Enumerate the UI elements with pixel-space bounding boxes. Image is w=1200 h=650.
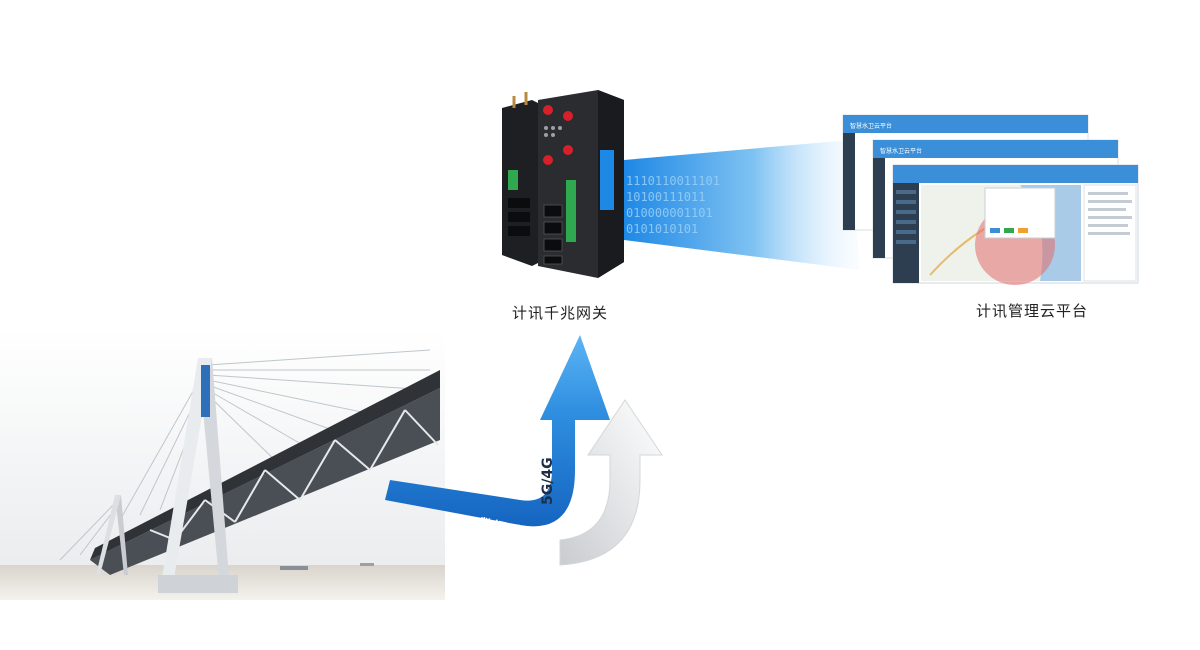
- gateway-label: 计讯千兆网关: [512, 304, 609, 322]
- binary-line: 1110110011101: [626, 174, 720, 188]
- platform-window-title: 智慧水卫云平台: [880, 147, 922, 155]
- binary-line: 10100111011: [626, 190, 705, 204]
- antenna-port-icon: [563, 111, 573, 121]
- gateway-device-front: [538, 90, 624, 278]
- binary-line: 010000001101: [626, 206, 713, 220]
- white-arrow: [559, 399, 663, 566]
- antenna-port-icon: [563, 145, 573, 155]
- platform-screen-front: [892, 164, 1139, 285]
- platform-window-title: 智慧水卫云平台: [850, 122, 892, 130]
- antenna-port-icon: [543, 105, 553, 115]
- antenna-port-icon: [543, 155, 553, 165]
- data-beam: 1110110011101 10100111011 010000001101 0…: [624, 140, 860, 270]
- uplink-network-text: 5G/4G: [540, 457, 556, 505]
- bridge-illustration: [0, 330, 445, 600]
- gateway-device-rear: [502, 92, 540, 266]
- binary-line: 0101010101: [626, 222, 698, 236]
- blue-uplink-arrow: [385, 335, 610, 527]
- platform-label: 计讯管理云平台: [976, 302, 1089, 320]
